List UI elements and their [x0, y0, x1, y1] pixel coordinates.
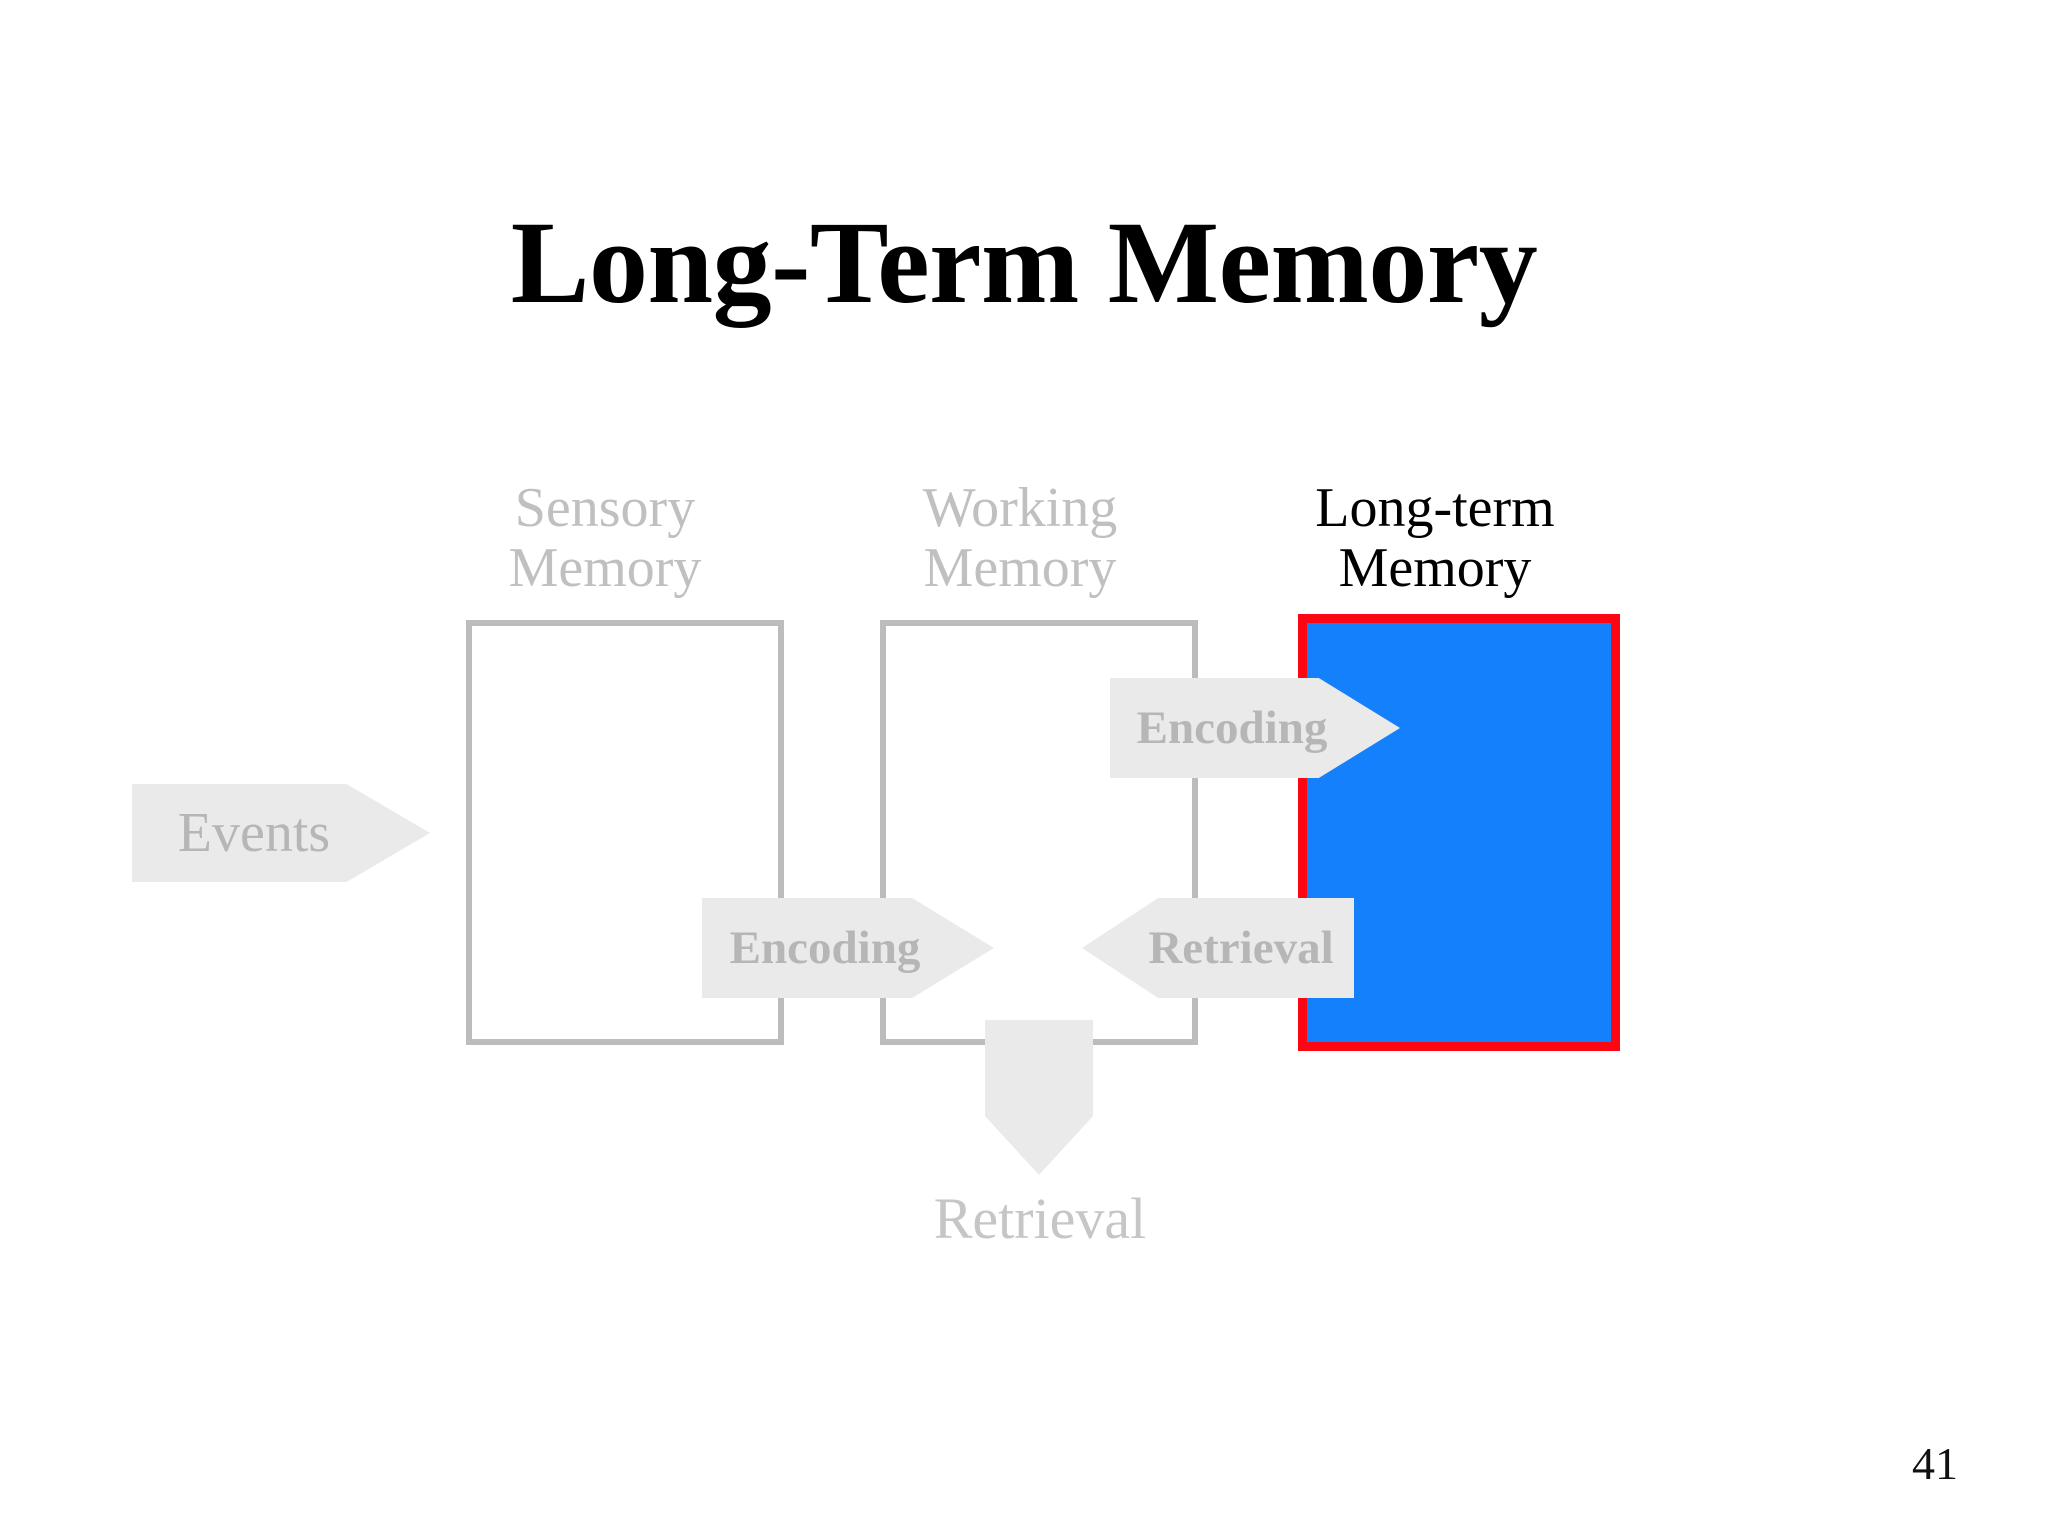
arrow-label-encoding-to-long-term: Encoding [1136, 702, 1328, 754]
arrow-retrieval-output [985, 1020, 1093, 1175]
page-title: Long-Term Memory [510, 197, 1538, 329]
arrow-events: Events [132, 784, 430, 882]
stage-caption-long-term: Long-term Memory [1315, 477, 1555, 600]
arrow-label-retrieval-to-working: Retrieval [1148, 922, 1334, 974]
stage-caption-sensory: Sensory Memory [508, 477, 702, 600]
arrow-label-retrieval-output: Retrieval [933, 1186, 1147, 1251]
stage-caption-working: Working Memory [922, 477, 1118, 600]
arrow-label-events: Events [177, 802, 331, 864]
arrow-label-encoding-to-working: Encoding [729, 922, 921, 974]
page-number: 41 [1912, 1438, 1958, 1489]
